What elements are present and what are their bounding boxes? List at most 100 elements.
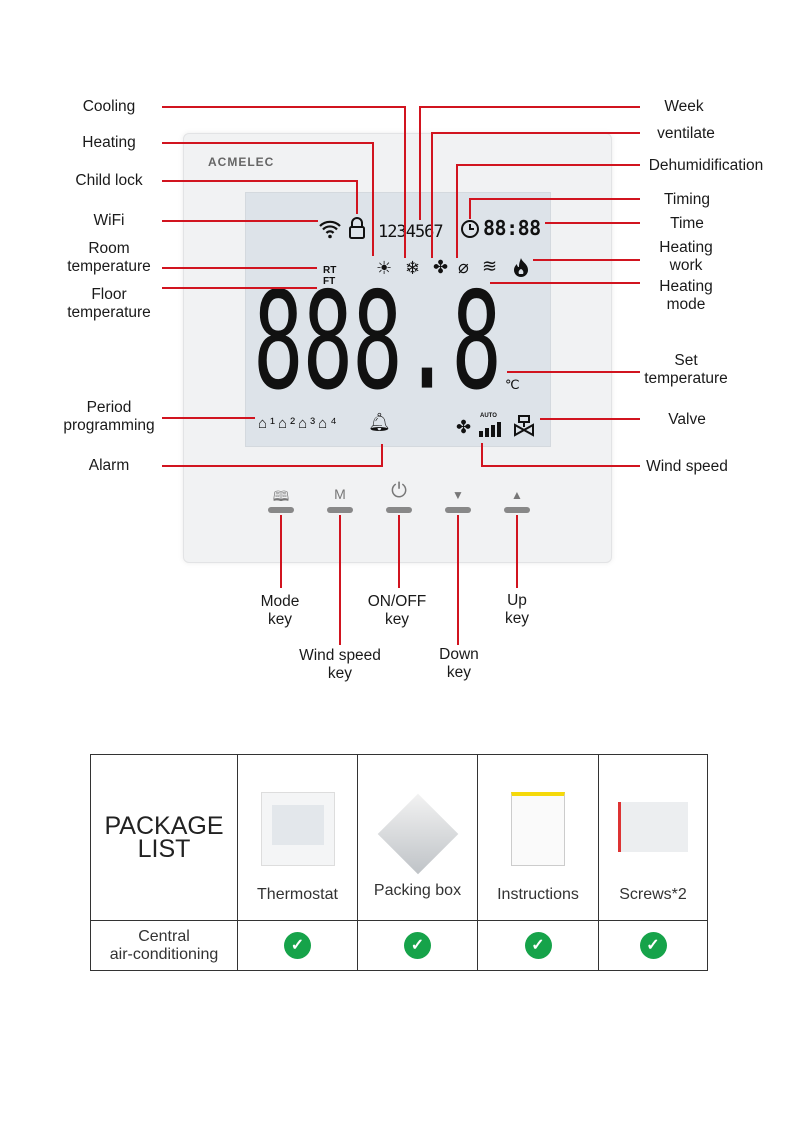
item-packing-box: Packing box: [357, 754, 478, 921]
item-label: Instructions: [497, 886, 579, 903]
period-programming-icons: ⌂¹⌂²⌂³⌂⁴: [258, 415, 340, 432]
up-arrow-icon: ▲: [511, 488, 523, 502]
label-wind-speed: Wind speed: [646, 458, 728, 475]
check-icon: ✓: [639, 932, 667, 959]
label-wifi: WiFi: [93, 212, 125, 229]
item-label: Screws*2: [619, 886, 687, 903]
m-label: M: [334, 486, 346, 502]
clock-icon: [460, 219, 480, 243]
auto-indicator: AUTO: [480, 413, 497, 419]
label-line: Up: [507, 592, 527, 609]
item-instructions: Instructions: [477, 754, 599, 921]
check-icon: ✓: [524, 932, 552, 959]
label-line: work: [669, 257, 703, 274]
lcd-screen: [245, 192, 551, 447]
onoff-key[interactable]: [386, 507, 412, 513]
title-line: LIST: [137, 834, 191, 863]
label-line: programming: [63, 417, 155, 434]
snowflake-icon: ❄: [405, 258, 421, 278]
wifi-icon: [318, 219, 342, 243]
dehumidify-icon: ⌀: [458, 257, 469, 277]
mode-key[interactable]: [268, 507, 294, 513]
up-key[interactable]: [504, 507, 530, 513]
wind-fan-icon: ✤: [456, 417, 472, 437]
alarm-bell-icon: 🔔︎: [368, 412, 391, 432]
wind-speed-key[interactable]: [327, 507, 353, 513]
label-line: key: [446, 664, 472, 681]
power-icon: ⏻: [391, 480, 407, 502]
label-line: ON/OFF: [367, 593, 427, 610]
label-line: temperature: [67, 304, 151, 321]
valve-icon: [514, 415, 534, 437]
flame-icon: [512, 257, 530, 281]
label-line: Wind speed: [299, 647, 381, 664]
rt-indicator: RT: [323, 265, 337, 276]
item-label: Thermostat: [257, 886, 338, 903]
label-valve: Valve: [668, 411, 706, 428]
fan-icon: ✤: [433, 257, 449, 277]
label-line: Heating: [659, 278, 713, 295]
check-cell: ✓: [598, 920, 708, 971]
item-screws: Screws*2: [598, 754, 708, 921]
time-display: 88:88: [483, 216, 541, 240]
label-time: Time: [670, 215, 704, 232]
check-cell: ✓: [237, 920, 358, 971]
label-line: mode: [666, 296, 706, 313]
label-line: key: [267, 611, 293, 628]
label-line: Heating: [659, 239, 713, 256]
label-line: Set: [674, 352, 698, 369]
instructions-image: [511, 792, 565, 866]
label-line: Period: [86, 399, 132, 416]
label-week: Week: [664, 98, 704, 115]
screws-image: [618, 802, 688, 852]
label-child-lock: Child lock: [75, 172, 143, 189]
ft-indicator: FT: [323, 276, 336, 287]
check-cell: ✓: [357, 920, 478, 971]
sun-icon: ☀: [376, 258, 393, 278]
label-ventilate: ventilate: [657, 125, 715, 142]
thermostat-image: [260, 792, 335, 866]
label-line: Mode: [260, 593, 300, 610]
check-cell: ✓: [477, 920, 599, 971]
down-key[interactable]: [445, 507, 471, 513]
callout-lines: [162, 106, 640, 645]
brand-logo: ACMELEC: [208, 155, 275, 169]
label-line: key: [504, 610, 530, 627]
label-timing: Timing: [664, 191, 710, 208]
item-thermostat: Thermostat: [237, 754, 358, 921]
temperature-display: 888.8: [253, 262, 502, 420]
label-line: Central: [138, 927, 190, 945]
label-line: Floor: [91, 286, 127, 303]
label-line: temperature: [644, 370, 728, 387]
check-icon: ✓: [404, 932, 431, 959]
wind-speed-bars-icon: [479, 422, 501, 437]
title-line: PACKAGE: [104, 811, 224, 840]
label-cooling: Cooling: [82, 98, 136, 115]
mode-book-icon: 🕮︎: [272, 488, 290, 504]
week-digits: 1234567: [378, 222, 444, 242]
label-heating: Heating: [82, 134, 136, 151]
heating-mode-icon: ≋: [482, 256, 497, 276]
down-arrow-icon: ▼: [452, 488, 464, 502]
label-line: temperature: [67, 258, 151, 275]
label-line: key: [384, 611, 410, 628]
check-icon: ✓: [284, 932, 311, 959]
label-line: key: [327, 665, 353, 682]
label-line: Down: [439, 646, 479, 663]
label-line: Room: [88, 240, 130, 257]
item-label: Packing box: [373, 882, 462, 899]
label-line: air-conditioning: [109, 945, 219, 963]
box-image: [377, 793, 458, 875]
